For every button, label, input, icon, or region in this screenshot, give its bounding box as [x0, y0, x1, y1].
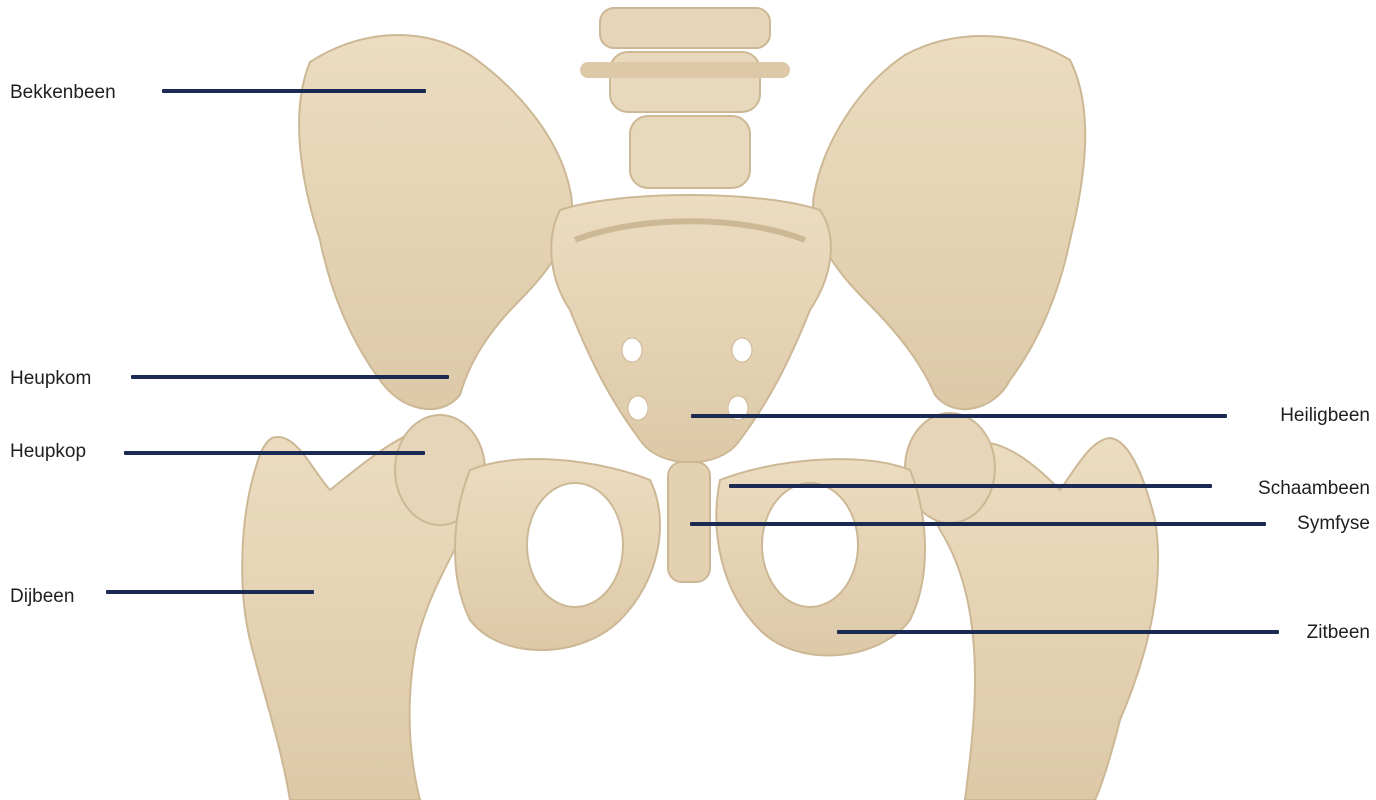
- label-heupkom: Heupkom: [10, 368, 91, 390]
- left-femur: [242, 415, 485, 800]
- right-femur: [905, 413, 1158, 800]
- leader-line-heupkom: [131, 375, 449, 379]
- label-dijbeen: Dijbeen: [10, 586, 74, 608]
- sacrum: [551, 195, 831, 463]
- leader-line-zitbeen: [837, 630, 1279, 634]
- label-zitbeen: Zitbeen: [1307, 622, 1370, 644]
- leader-line-symfyse: [690, 522, 1266, 526]
- label-schaambeen: Schaambeen: [1258, 478, 1370, 500]
- leader-line-heiligbeen: [691, 414, 1227, 418]
- leader-line-dijbeen: [106, 590, 314, 594]
- label-symfyse: Symfyse: [1297, 513, 1370, 535]
- right-pubic-ring: [716, 459, 925, 655]
- label-heiligbeen: Heiligbeen: [1280, 405, 1370, 427]
- lumbar-vertebrae: [580, 8, 790, 188]
- label-bekkenbeen: Bekkenbeen: [10, 82, 116, 104]
- left-pubic-ring: [455, 459, 660, 650]
- leader-line-schaambeen: [729, 484, 1212, 488]
- label-heupkop: Heupkop: [10, 441, 86, 463]
- leader-line-bekkenbeen: [162, 89, 426, 93]
- leader-line-heupkop: [124, 451, 425, 455]
- right-ilium: [813, 36, 1085, 409]
